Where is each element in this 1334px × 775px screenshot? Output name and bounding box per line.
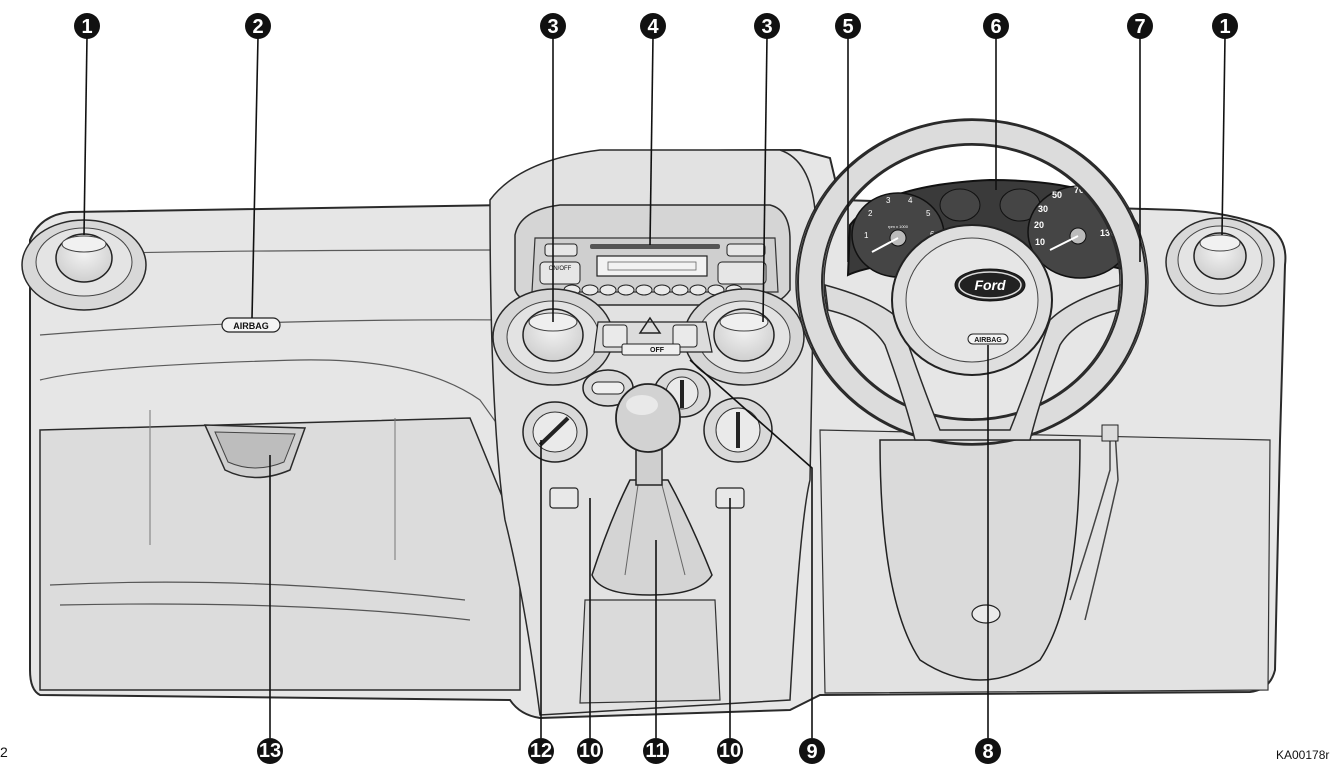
callout-12: 12 <box>528 738 554 764</box>
callouts: 1 2 3 4 3 5 6 7 <box>74 13 1238 764</box>
tach-tick: 3 <box>886 196 891 205</box>
driver-airbag-badge <box>967 333 1009 345</box>
radio-preset-button[interactable] <box>653 284 671 296</box>
steering-wheel-icon: Ford AIRBAG <box>795 118 1149 446</box>
radio-preset-button[interactable] <box>599 284 617 296</box>
bonnet-release-cable <box>1069 429 1119 621</box>
console-lower-tray <box>579 599 721 704</box>
callout-3-left: 3 <box>540 13 566 39</box>
callout-8: 8 <box>975 738 1001 764</box>
gear-shift <box>591 383 713 596</box>
callout-13: 13 <box>257 738 283 764</box>
callout-9: 9 <box>799 738 825 764</box>
svg-text:3: 3 <box>761 16 772 38</box>
dash-ledge-curve <box>39 359 531 471</box>
esp-off-label: OFF <box>650 347 665 354</box>
radio-eject-button[interactable] <box>544 243 578 257</box>
speed-tick: 20 <box>1034 220 1044 230</box>
radio-display <box>596 255 708 277</box>
rpm-unit-label: rpm x 1000 <box>888 224 909 229</box>
glove-box-lid-line <box>149 410 396 560</box>
svg-text:13: 13 <box>259 740 281 762</box>
speed-tick: 70 <box>1074 185 1084 195</box>
speed-tick: 130 <box>1100 228 1115 238</box>
radio-power-label: ON/OFF <box>549 266 572 272</box>
svg-text:9: 9 <box>806 741 817 763</box>
right-side-air-vent <box>1165 217 1275 307</box>
passenger-airbag-text: AIRBAG <box>233 321 269 331</box>
esp-off-switch[interactable] <box>621 343 681 356</box>
svg-text:10: 10 <box>579 740 601 762</box>
center-switch-panel: OFF <box>593 316 713 356</box>
svg-text:1: 1 <box>81 16 92 38</box>
center-air-vent-left <box>492 288 614 386</box>
svg-text:1: 1 <box>1219 16 1230 38</box>
hazard-icon[interactable] <box>638 316 662 334</box>
passenger-airbag-badge: AIRBAG <box>221 317 281 333</box>
bonnet-release-lever[interactable] <box>1101 424 1119 442</box>
tach-tick: 5 <box>926 209 931 218</box>
page-number: 2 <box>0 744 8 760</box>
callout-10-left: 10 <box>577 738 603 764</box>
svg-text:6: 6 <box>990 16 1001 38</box>
figure-reference-code: KA00178r <box>1276 748 1330 762</box>
callout-10-right: 10 <box>717 738 743 764</box>
tach-tick: 1 <box>864 231 869 240</box>
radio-preset-button[interactable] <box>635 284 653 296</box>
callout-11: 11 <box>643 738 669 764</box>
gear-boot <box>591 479 713 596</box>
left-console-switch[interactable] <box>602 324 628 348</box>
svg-text:7: 7 <box>1134 16 1145 38</box>
radio-source-button[interactable] <box>726 243 766 257</box>
driver-airbag-text: AIRBAG <box>974 337 1002 344</box>
glove-box <box>39 417 521 691</box>
fuel-gauge <box>939 188 981 222</box>
callout-1-right: 1 <box>1212 13 1238 39</box>
radio-power-button[interactable] <box>539 261 581 285</box>
tach-tick: 2 <box>868 209 873 218</box>
svg-text:11: 11 <box>645 740 666 762</box>
svg-text:2: 2 <box>252 16 263 38</box>
tach-tick: 4 <box>908 196 913 205</box>
radio-preset-button[interactable] <box>617 284 635 296</box>
callout-1-left: 1 <box>74 13 100 39</box>
center-air-vent-right <box>683 288 805 386</box>
svg-text:3: 3 <box>547 16 558 38</box>
speed-tick: 10 <box>1035 237 1045 247</box>
left-window-switch[interactable] <box>549 487 579 509</box>
glove-box-handle-inner <box>214 431 296 469</box>
ford-logo-text: Ford <box>974 277 1006 293</box>
gear-knob-icon[interactable] <box>615 383 681 453</box>
callout-5: 5 <box>835 13 861 39</box>
callout-3-right: 3 <box>754 13 780 39</box>
radio-preset-button[interactable] <box>581 284 599 296</box>
svg-text:4: 4 <box>647 16 659 38</box>
speed-tick: 50 <box>1052 190 1062 200</box>
steering-column-shroud <box>879 439 1081 681</box>
callout-2: 2 <box>245 13 271 39</box>
callout-7: 7 <box>1127 13 1153 39</box>
radio-seek-button[interactable] <box>717 261 767 285</box>
ignition-lock[interactable] <box>971 604 1001 624</box>
svg-text:8: 8 <box>982 741 993 763</box>
right-console-switch[interactable] <box>672 324 698 348</box>
svg-text:12: 12 <box>530 740 552 762</box>
left-side-air-vent <box>21 219 147 311</box>
leader-lines <box>83 36 1226 738</box>
radio-preset-button[interactable] <box>671 284 689 296</box>
svg-text:10: 10 <box>719 740 741 762</box>
radio-cd-slot <box>590 244 720 249</box>
callout-4: 4 <box>640 13 666 39</box>
ford-logo <box>954 268 1026 302</box>
svg-text:5: 5 <box>842 16 853 38</box>
callout-6: 6 <box>983 13 1009 39</box>
speed-tick: 30 <box>1038 204 1048 214</box>
radio-preset-button[interactable] <box>689 284 707 296</box>
glove-box-shelf <box>49 581 471 621</box>
